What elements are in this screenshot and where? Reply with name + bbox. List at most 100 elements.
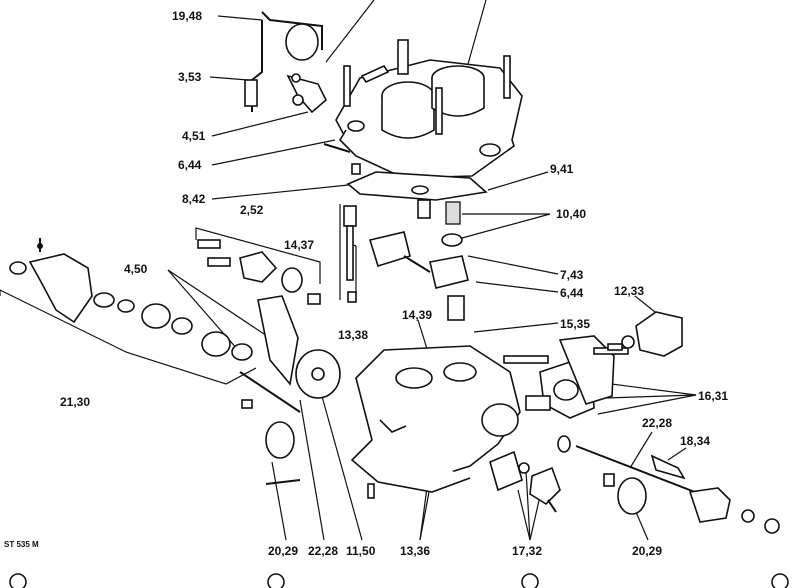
- leader-16-31-c: [597, 394, 697, 415]
- spacer-b: [231, 343, 253, 361]
- leader-11-50: [317, 381, 363, 541]
- label-4-50: 4,50: [124, 262, 148, 276]
- cover-screw-c: [435, 87, 443, 135]
- body-stud: [367, 483, 375, 499]
- bush-a: [93, 292, 115, 308]
- accelerator-jet: [447, 295, 465, 321]
- carburetor-body: [350, 345, 521, 499]
- float-assembly: [343, 199, 469, 321]
- label-20-29-right: 20,29: [632, 544, 663, 558]
- cover-stud: [397, 39, 409, 75]
- leader-7-43: [467, 255, 559, 275]
- connecting-rod: [239, 371, 301, 413]
- butterfly-plate: [265, 421, 295, 459]
- body-web: [379, 419, 407, 433]
- cover-gasket: [323, 143, 488, 201]
- leader-17-32-a: [517, 489, 531, 541]
- label-13-36: 13,36: [400, 544, 431, 558]
- shaft-rod: [575, 445, 701, 495]
- spring-coil-b: [201, 331, 231, 357]
- label-12-33: 12,33: [614, 284, 645, 298]
- label-3-53: 3,53: [178, 70, 202, 84]
- label-21-30: 21,30: [60, 395, 91, 409]
- choke-bracket-group: [197, 239, 321, 305]
- leader-top-cover-b: [467, 0, 487, 65]
- air-horn-cover: [335, 39, 523, 179]
- choke-cap: [607, 311, 683, 357]
- crop-mark-2: [267, 573, 285, 588]
- plate-pin: [265, 479, 301, 485]
- label-22-28-right: 22,28: [642, 416, 673, 430]
- jet-holder: [343, 205, 357, 227]
- group-brackets: [0, 204, 341, 385]
- stud-head: [37, 243, 43, 249]
- label-17-32: 17,32: [512, 544, 543, 558]
- left-linkage: [9, 238, 341, 485]
- label-19-48: 19,48: [172, 9, 203, 23]
- bracket-21-30: [0, 289, 257, 385]
- label-8-42: 8,42: [182, 192, 206, 206]
- spacer-a: [171, 317, 193, 335]
- label-15-35: 15,35: [560, 317, 591, 331]
- link-pin: [547, 499, 557, 513]
- leader-16-31-b: [605, 394, 697, 399]
- lever-washer: [741, 509, 755, 523]
- label-14-39: 14,39: [402, 308, 433, 322]
- cap-boss: [621, 335, 635, 349]
- choke-lever: [286, 74, 327, 114]
- small-jet: [347, 291, 357, 303]
- leader-14-39: [417, 319, 429, 353]
- reference-code: ST 535 M: [4, 540, 39, 549]
- pump-housing: [481, 403, 519, 437]
- cap-screw: [607, 343, 623, 351]
- leader-20-29-left: [271, 461, 287, 541]
- diaphragm-center: [311, 367, 325, 381]
- choke-plate: [285, 23, 319, 61]
- cover-boss-a: [347, 120, 365, 132]
- bush-b: [117, 299, 135, 313]
- label-7-43: 7,43: [560, 268, 584, 282]
- lever-nut: [764, 518, 780, 534]
- pump-screw: [503, 355, 549, 364]
- shaft-bushing: [557, 435, 571, 453]
- cover-clip: [360, 64, 390, 84]
- gasket-pin: [323, 143, 351, 153]
- label-4-51: 4,51: [182, 129, 206, 143]
- label-6-44-top: 6,44: [178, 158, 202, 172]
- pump-spring: [525, 395, 551, 411]
- crop-mark-3: [521, 573, 539, 588]
- bracket-screw-a: [197, 239, 221, 249]
- cover-boss-b: [479, 143, 501, 157]
- choke-linkage: [244, 11, 327, 114]
- leader-9-41: [487, 171, 549, 191]
- lever-nut-left: [9, 261, 27, 275]
- leader-19-48: [217, 15, 263, 21]
- label-9-41: 9,41: [550, 162, 574, 176]
- leader-top-cover-a: [325, 0, 375, 63]
- leader-6-44-mid: [475, 281, 559, 293]
- body-bore-left: [395, 367, 433, 389]
- cover-screw-b: [503, 55, 511, 99]
- leader-20-29-right: [635, 511, 649, 541]
- shaft-spacer: [603, 473, 615, 487]
- body-bore-right: [443, 362, 477, 382]
- leader-6-44-top: [211, 139, 336, 166]
- bracket-spring: [281, 267, 303, 293]
- label-11-50: 11,50: [346, 544, 376, 558]
- pump-diaphragm: [553, 379, 579, 401]
- idle-lever: [529, 466, 561, 506]
- seat-washer: [441, 233, 463, 247]
- cap-body: [635, 311, 683, 357]
- crop-mark-1: [9, 573, 27, 588]
- choke-link-spring: [244, 79, 258, 107]
- cover-screw-a: [343, 65, 351, 107]
- air-horn-right-barrel: [431, 78, 485, 117]
- emulsion-tube: [346, 225, 354, 281]
- needle-valve: [417, 199, 431, 219]
- crop-marks: [9, 573, 789, 588]
- choke-rod: [261, 11, 323, 50]
- label-22-28-left: 22,28: [308, 544, 339, 558]
- label-16-31: 16,31: [698, 389, 729, 403]
